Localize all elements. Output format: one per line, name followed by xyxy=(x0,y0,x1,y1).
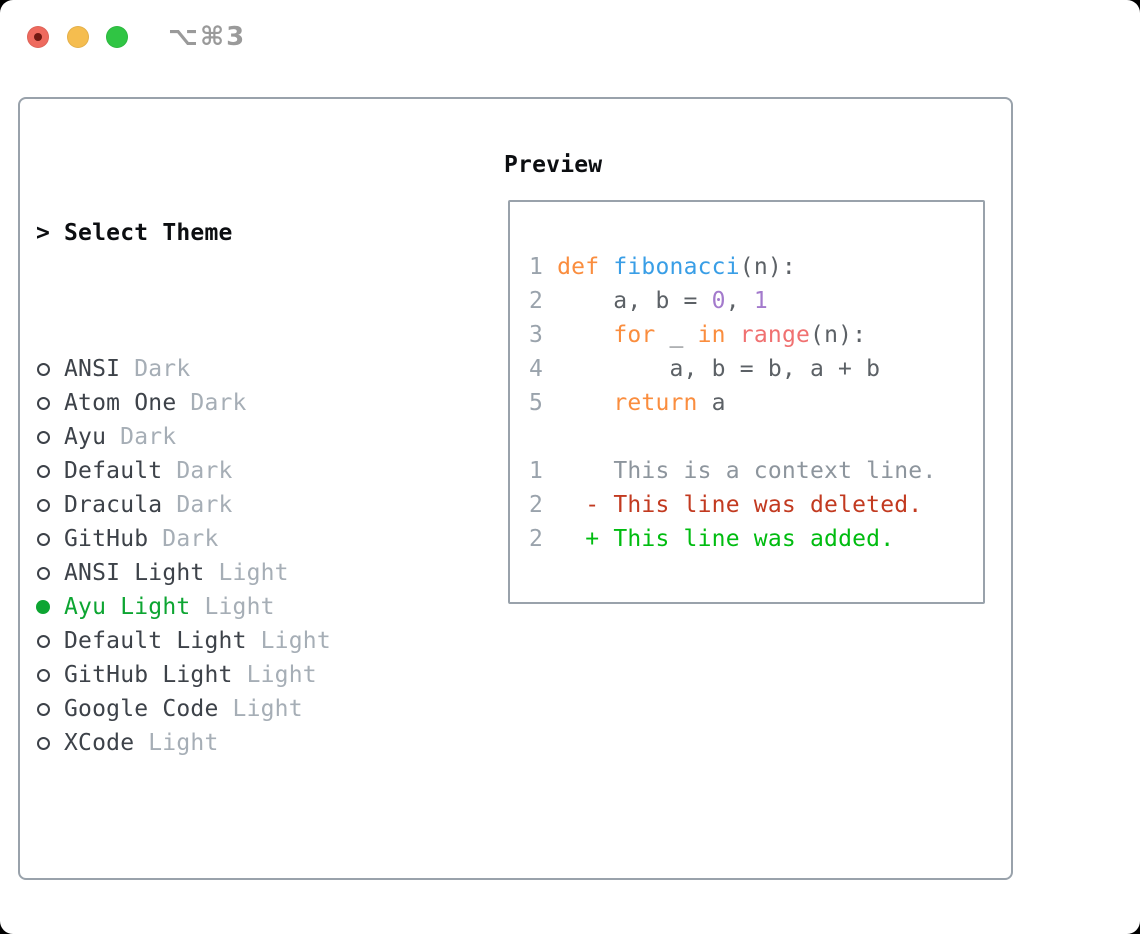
radio-unselected-icon xyxy=(37,362,50,376)
select-theme-header-row: > Select Theme xyxy=(36,216,496,250)
code-line: 5 return a xyxy=(529,390,726,416)
radio-unselected-icon xyxy=(37,566,50,580)
theme-variant-badge: Light xyxy=(204,594,275,620)
theme-option-label: Ayu xyxy=(64,424,107,450)
theme-variant-badge: Dark xyxy=(176,492,233,518)
code-line: 2 + This line was added. xyxy=(529,526,895,552)
theme-variant-badge: Dark xyxy=(190,390,247,416)
code-line: 3 for _ in range(n): xyxy=(529,322,867,348)
theme-option-label: Ayu Light xyxy=(64,594,191,620)
radio-unselected-icon xyxy=(37,532,50,546)
theme-variant-badge: Dark xyxy=(120,424,177,450)
code-line: 1 def fibonacci(n): xyxy=(529,254,796,280)
theme-option[interactable]: GitHub Light Light xyxy=(36,658,496,692)
preview-pane: 1 def fibonacci(n): 2 a, b = 0, 1 3 for _ … xyxy=(508,200,985,604)
traffic-light-minimize-button[interactable] xyxy=(67,26,89,48)
radio-unselected-icon xyxy=(37,430,50,444)
theme-option-label: Default Light xyxy=(64,628,247,654)
theme-option-label: Default xyxy=(64,458,163,484)
theme-variant-badge: Dark xyxy=(176,458,233,484)
code-line: 2 - This line was deleted. xyxy=(529,492,923,518)
theme-variant-badge: Light xyxy=(218,560,289,586)
theme-variant-badge: Light xyxy=(260,628,331,654)
theme-variant-badge: Light xyxy=(148,730,219,756)
theme-option[interactable]: Dracula Dark xyxy=(36,488,496,522)
theme-option[interactable]: Ayu Light Light xyxy=(36,590,496,624)
theme-option-label: ANSI xyxy=(64,356,121,382)
theme-option-label: XCode xyxy=(64,730,135,756)
code-line: 4 a, b = b, a + b xyxy=(529,356,881,382)
theme-option[interactable]: Default Light Light xyxy=(36,624,496,658)
code-line: 1 This is a context line. xyxy=(529,458,937,484)
theme-variant-badge: Dark xyxy=(134,356,191,382)
theme-option[interactable]: GitHub Dark xyxy=(36,522,496,556)
theme-option[interactable]: Atom One Dark xyxy=(36,386,496,420)
theme-option-label: Atom One xyxy=(64,390,177,416)
theme-option[interactable]: Default Dark xyxy=(36,454,496,488)
code-line: 2 a, b = 0, 1 xyxy=(529,288,768,314)
select-theme-header: Select Theme xyxy=(64,220,233,246)
radio-unselected-icon xyxy=(37,498,50,512)
radio-unselected-icon xyxy=(37,736,50,750)
radio-unselected-icon xyxy=(37,464,50,478)
theme-variant-badge: Light xyxy=(246,662,317,688)
preview-code: 1 def fibonacci(n): 2 a, b = 0, 1 3 for _ … xyxy=(529,250,936,556)
unsaved-dot-icon xyxy=(34,33,42,41)
theme-option[interactable]: ANSI Dark xyxy=(36,352,496,386)
traffic-light-zoom-button[interactable] xyxy=(106,26,128,48)
theme-option-label: GitHub xyxy=(64,526,149,552)
radio-unselected-icon xyxy=(37,702,50,716)
titlebar: ⌥⌘3 xyxy=(0,0,1140,74)
radio-unselected-icon xyxy=(37,634,50,648)
radio-selected-icon xyxy=(36,600,50,614)
theme-option-label: Dracula xyxy=(64,492,163,518)
traffic-light-close-button[interactable] xyxy=(27,26,49,48)
focus-caret-icon: > xyxy=(36,220,51,246)
spacer xyxy=(36,862,496,896)
theme-variant-badge: Light xyxy=(232,696,303,722)
preview-header: Preview xyxy=(504,152,603,178)
theme-variant-badge: Dark xyxy=(162,526,219,552)
radio-unselected-icon xyxy=(37,396,50,410)
theme-option-label: GitHub Light xyxy=(64,662,233,688)
theme-option-label: Google Code xyxy=(64,696,219,722)
radio-unselected-icon xyxy=(37,668,50,682)
window-title-shortcut: ⌥⌘3 xyxy=(168,22,247,52)
theme-option[interactable]: Ayu Dark xyxy=(36,420,496,454)
theme-option-label: ANSI Light xyxy=(64,560,205,586)
theme-option[interactable]: Google Code Light xyxy=(36,692,496,726)
code-line xyxy=(529,420,936,454)
theme-option[interactable]: ANSI Light Light xyxy=(36,556,496,590)
theme-option[interactable]: XCode Light xyxy=(36,726,496,760)
